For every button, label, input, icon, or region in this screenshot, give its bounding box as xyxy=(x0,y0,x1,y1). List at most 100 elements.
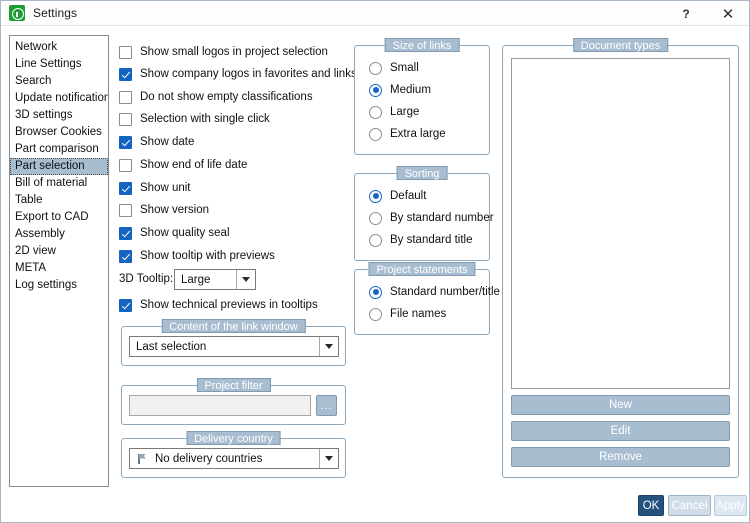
checkbox-show-date[interactable]: Show date xyxy=(119,134,194,150)
radio-button[interactable] xyxy=(369,211,382,225)
radio-button[interactable] xyxy=(369,61,382,75)
checkbox-show-unit[interactable]: Show unit xyxy=(119,180,191,196)
help-icon[interactable]: ? xyxy=(682,6,690,21)
sidebar-item-part-comparison[interactable]: Part comparison xyxy=(15,143,99,155)
link-window-value: Last selection xyxy=(136,340,207,353)
chevron-down-icon[interactable] xyxy=(319,449,338,468)
delivery-country-legend: Delivery country xyxy=(186,431,281,445)
checkbox-box[interactable] xyxy=(119,67,132,81)
checkbox-hide-empty-classifications[interactable]: Do not show empty classifications xyxy=(119,89,313,105)
checkbox-show-company-logos[interactable]: Show company logos in favorites and link… xyxy=(119,66,357,82)
tooltip-3d-select[interactable]: Large xyxy=(174,269,256,290)
radio-size-large[interactable]: Large xyxy=(369,104,489,120)
radio-label: Standard number/title xyxy=(390,286,500,298)
radio-statement-standard-number-title[interactable]: Standard number/title xyxy=(369,284,500,300)
link-window-group: Content of the link window Last selectio… xyxy=(121,319,346,366)
checkbox-box[interactable] xyxy=(119,135,132,149)
sidebar-item-update-notification[interactable]: Update notification xyxy=(15,92,109,104)
radio-size-extra-large[interactable]: Extra large xyxy=(369,126,489,142)
sidebar-item-bill-of-material[interactable]: Bill of material xyxy=(15,177,88,189)
sidebar-item-2d-view[interactable]: 2D view xyxy=(15,245,56,257)
remove-button[interactable]: Remove xyxy=(511,447,730,467)
checkbox-show-quality-seal[interactable]: Show quality seal xyxy=(119,225,230,241)
radio-statement-file-names[interactable]: File names xyxy=(369,306,489,322)
title-bar: Settings ? ✕ xyxy=(1,1,749,26)
sorting-legend: Sorting xyxy=(396,166,448,180)
radio-label: Default xyxy=(390,190,427,202)
radio-button[interactable] xyxy=(369,285,382,299)
checkbox-box[interactable] xyxy=(119,45,132,59)
checkbox-box[interactable] xyxy=(119,226,132,240)
checkbox-label: Show tooltip with previews xyxy=(140,250,275,262)
checkbox-show-technical-previews[interactable]: Show technical previews in tooltips xyxy=(119,297,318,313)
delivery-country-value: No delivery countries xyxy=(155,452,263,465)
radio-size-medium[interactable]: Medium xyxy=(369,82,489,98)
checkbox-label: Do not show empty classifications xyxy=(140,91,313,103)
sidebar-item-line-settings[interactable]: Line Settings xyxy=(15,58,82,70)
link-window-select[interactable]: Last selection xyxy=(129,336,339,357)
checkbox-box[interactable] xyxy=(119,158,132,172)
radio-button[interactable] xyxy=(369,233,382,247)
cancel-button[interactable]: Cancel xyxy=(668,495,711,516)
ok-button[interactable]: OK xyxy=(638,495,664,516)
document-types-list[interactable] xyxy=(511,58,730,389)
checkbox-label: Show small logos in project selection xyxy=(140,46,328,58)
tooltip-3d-value: Large xyxy=(181,273,211,286)
radio-label: Large xyxy=(390,106,420,118)
chevron-down-icon[interactable] xyxy=(319,337,338,356)
radio-button[interactable] xyxy=(369,127,382,141)
window-title: Settings xyxy=(33,6,78,20)
checkbox-show-end-of-life-date[interactable]: Show end of life date xyxy=(119,157,247,173)
sidebar-item-network[interactable]: Network xyxy=(15,41,58,53)
radio-label: By standard title xyxy=(390,234,473,246)
checkbox-box[interactable] xyxy=(119,203,132,217)
checkbox-box[interactable] xyxy=(119,90,132,104)
delivery-country-select[interactable]: No delivery countries xyxy=(129,448,339,469)
radio-label: Small xyxy=(390,62,419,74)
sidebar-item-log-settings[interactable]: Log settings xyxy=(15,279,78,291)
project-statements-legend: Project statements xyxy=(368,262,476,276)
checkbox-show-small-logos[interactable]: Show small logos in project selection xyxy=(119,44,328,60)
close-icon[interactable]: ✕ xyxy=(721,5,735,23)
sidebar-item-table[interactable]: Table xyxy=(15,194,43,206)
checkbox-box[interactable] xyxy=(119,249,132,263)
chevron-down-icon[interactable] xyxy=(236,270,255,289)
radio-button[interactable] xyxy=(369,105,382,119)
apply-button[interactable]: Apply xyxy=(714,495,747,516)
radio-sorting-default[interactable]: Default xyxy=(369,188,489,204)
checkbox-show-tooltip-with-previews[interactable]: Show tooltip with previews xyxy=(119,248,275,264)
radio-sorting-by-standard-title[interactable]: By standard title xyxy=(369,232,489,248)
radio-label: Extra large xyxy=(390,128,446,140)
tooltip-3d-label: 3D Tooltip: xyxy=(119,273,174,285)
edit-button[interactable]: Edit xyxy=(511,421,730,441)
sidebar-item-3d-settings[interactable]: 3D settings xyxy=(15,109,73,121)
checkbox-box[interactable] xyxy=(119,112,132,126)
window-controls: ? ✕ xyxy=(665,1,749,25)
sidebar-item-part-selection[interactable]: Part selection xyxy=(10,158,108,175)
project-filter-browse-button[interactable]: ... xyxy=(316,395,337,416)
app-icon xyxy=(9,5,25,21)
checkbox-show-version[interactable]: Show version xyxy=(119,202,209,218)
project-filter-legend: Project filter xyxy=(196,378,271,392)
settings-category-list[interactable]: Network Line Settings Search Update noti… xyxy=(9,35,109,487)
delivery-country-group: Delivery country No delivery countries xyxy=(121,431,346,478)
radio-label: By standard number xyxy=(390,212,494,224)
sidebar-item-search[interactable]: Search xyxy=(15,75,52,87)
new-button[interactable]: New xyxy=(511,395,730,415)
radio-label: Medium xyxy=(390,84,431,96)
radio-button[interactable] xyxy=(369,189,382,203)
sidebar-item-meta[interactable]: META xyxy=(15,262,47,274)
radio-button[interactable] xyxy=(369,307,382,321)
sidebar-item-browser-cookies[interactable]: Browser Cookies xyxy=(15,126,102,138)
radio-button[interactable] xyxy=(369,83,382,97)
sidebar-item-assembly[interactable]: Assembly xyxy=(15,228,65,240)
radio-size-small[interactable]: Small xyxy=(369,60,489,76)
checkbox-box[interactable] xyxy=(119,181,132,195)
radio-sorting-by-standard-number[interactable]: By standard number xyxy=(369,210,494,226)
checkbox-single-click-selection[interactable]: Selection with single click xyxy=(119,111,270,127)
project-filter-input[interactable] xyxy=(129,395,311,416)
sidebar-item-export-to-cad[interactable]: Export to CAD xyxy=(15,211,89,223)
checkbox-box[interactable] xyxy=(119,298,132,312)
flag-icon xyxy=(136,453,149,465)
